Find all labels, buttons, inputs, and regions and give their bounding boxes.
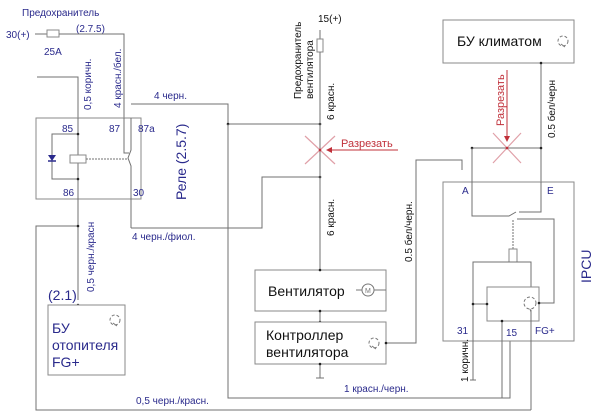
relay-contact-30 [127, 118, 132, 228]
fan-fuse-icon [316, 38, 324, 53]
relay-pin-30: 30 [133, 188, 145, 199]
cut-label-vertical: Разрезать [495, 74, 507, 126]
ipcu-pin-15: 15 [506, 328, 518, 339]
wire-label-black-red-bottom: 0,5 черн./красн. [136, 396, 209, 407]
wire-label-black-red-vertical: 0,5 черн./красн [86, 222, 97, 292]
heater-unit-ref: (2.1) [48, 287, 77, 303]
wire-black-red-bottom [35, 225, 531, 411]
wire-white-black-left [386, 159, 463, 344]
wire-label-red-black: 1 красн./черн. [344, 384, 409, 395]
relay-title: Реле (2.5.7) [173, 124, 189, 200]
ipcu-pin-a: A [462, 186, 469, 197]
control-unit-icon [368, 337, 380, 350]
relay-contact-87 [123, 118, 129, 154]
climate-unit-label: БУ климатом [457, 33, 542, 49]
heater-unit-line3: FG+ [52, 354, 80, 370]
fan-fuse-line1: Предохранитель [293, 22, 304, 99]
main-fuse-ref: (2.7.5) [76, 24, 105, 35]
ipcu-pin-fg: FG+ [535, 326, 555, 337]
relay-coil-icon [69, 154, 87, 164]
wire-label-brown-1: 1 коричн. [460, 339, 471, 382]
main-fuse-terminal: 30(+) [6, 30, 30, 41]
ipcu-title: IPCU [578, 250, 594, 283]
relay-pin-86: 86 [63, 188, 75, 199]
ipcu-switch-a [471, 148, 517, 217]
ipcu-pin-e: E [547, 186, 554, 197]
fan-label: Вентилятор [268, 283, 345, 299]
wire-label-red-top: 6 красн. [326, 83, 337, 120]
wire-label-red-white: 4 красн./бел. [112, 49, 124, 108]
control-unit-icon [557, 35, 569, 48]
fan-fuse-line2: вентилятора [305, 40, 316, 99]
fuse-icon [46, 29, 60, 38]
wire-label-white-black-right: 0.5 бел/черн [546, 80, 558, 138]
wire-fuse-to-87 [59, 33, 125, 118]
wire-label-black: 4 черн. [154, 91, 187, 102]
ipcu-pin-31: 31 [457, 326, 469, 337]
fan-fuse-terminal: 15(+) [318, 14, 342, 25]
relay-pin-87: 87 [109, 124, 121, 135]
wire-label-brown: 0,5 коричн. [83, 59, 94, 110]
wire-label-black-violet: 4 черн./фиол. [132, 231, 196, 243]
control-unit-icon [109, 314, 121, 327]
wire-label-red-bottom: 6 красн. [326, 199, 337, 236]
cut-label-horizontal: Разрезать [341, 138, 393, 150]
cut-mark-icon [492, 132, 522, 164]
heater-unit-box [47, 304, 126, 376]
svg-text:M: M [365, 288, 371, 295]
climate-unit-box [442, 19, 575, 64]
wire-label-white-black-left: 0.5 бел/черн. [403, 201, 415, 262]
fan-controller-line2: вентилятора [266, 344, 349, 360]
wire-black-4 [131, 103, 320, 125]
wire-black-violet [131, 176, 320, 229]
wire-red-black-1 [227, 124, 511, 399]
ipcu-relay-coil-icon [508, 248, 518, 263]
main-fuse-rating: 25A [44, 47, 62, 58]
diode-icon [48, 155, 56, 161]
wire-brown-85 [40, 76, 79, 118]
heater-unit-line1: БУ [52, 320, 70, 336]
fan-controller-line1: Контроллер [266, 327, 343, 343]
main-fuse-title: Предохранитель [22, 8, 99, 19]
relay-pin-87a: 87a [138, 124, 155, 135]
heater-unit-line2: отопителя [52, 337, 118, 353]
ipcu-switch-e [519, 182, 542, 213]
relay-pin-85: 85 [62, 124, 74, 135]
cut-mark-icon [304, 135, 336, 165]
